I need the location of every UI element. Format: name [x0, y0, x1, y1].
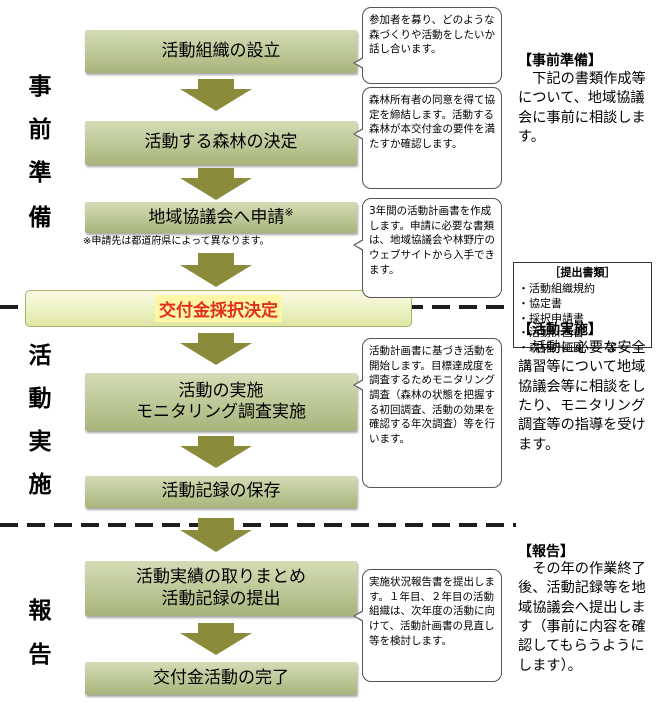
submission-doc-item: ・活動計画書	[518, 326, 584, 340]
note-organize: 参加者を募り、どのような森づくりや活動をしたいか話し合います。	[353, 7, 502, 84]
submission-docs-title: ［提出書類］	[549, 266, 616, 279]
arrow-down-icon	[180, 79, 252, 111]
arrow-down-icon	[180, 436, 252, 468]
phase-label-report-1: 報	[28, 598, 52, 624]
sidebar-heading-prep: 【事前準備】	[518, 53, 602, 69]
phase-label-prep-4: 備	[28, 205, 52, 231]
step-apply-label-wrap: 地域協議会へ申請※	[148, 206, 293, 229]
phase-label-report-2: 告	[28, 642, 52, 668]
arrow-down-icon	[180, 518, 252, 552]
arrow-down-icon	[180, 253, 252, 287]
step-organize-label: 活動組織の設立	[161, 40, 281, 61]
submission-docs-box: ［提出書類］ ・活動組織規約 ・協定書 ・採択申請書 ・活動計画書 ・森林計画図…	[513, 262, 652, 354]
note-select-forest: 森林所有者の同意を得て協定を締結します。活動する森林が本交付金の要件を満たすか確…	[353, 87, 502, 189]
decision-label: 交付金採択決定	[155, 295, 282, 322]
arrow-down-icon	[180, 333, 252, 365]
submission-doc-item: ・採択申請書	[518, 311, 584, 325]
note-apply: 3年間の活動計画書を作成します。申請に必要な書類は、地域協議会や林野庁のウェブサ…	[353, 198, 502, 298]
step-apply: 地域協議会へ申請※	[85, 202, 357, 233]
apply-footnote: ※申請先は都道府県によって異なります。	[83, 236, 270, 247]
step-implement-line-1: 活動の実施	[178, 380, 264, 401]
step-apply-mark: ※	[284, 206, 294, 220]
submission-doc-item: ・活動組織規約	[518, 281, 595, 295]
step-complete-label: 交付金活動の完了	[153, 667, 289, 688]
step-complete: 交付金活動の完了	[85, 662, 357, 695]
sidebar-heading-report: 【報告】	[518, 544, 574, 560]
step-select-forest-label: 活動する森林の決定	[144, 132, 298, 153]
arrow-down-icon	[180, 623, 252, 655]
phase-label-impl-2: 動	[28, 386, 52, 412]
phase-label-prep-2: 前	[28, 117, 52, 143]
phase-label-prep-1: 事	[28, 74, 52, 100]
step-compile-line-1: 活動実績の取りまとめ	[136, 567, 306, 588]
sidebar-heading-impl: 【活動実施】	[518, 322, 602, 338]
phase-label-impl-4: 施	[28, 472, 52, 498]
step-compile: 活動実績の取りまとめ 活動記録の提出	[85, 561, 357, 616]
submission-doc-item: ・森林計画図 等	[518, 341, 617, 355]
decision-box: 交付金採択決定	[25, 290, 412, 327]
note-report: 実施状況報告書を提出します。１年目、２年目の活動組織は、次年度の活動に向けて、活…	[353, 569, 502, 682]
phase-separator-2	[0, 523, 516, 527]
phase-label-impl-3: 実	[28, 429, 52, 455]
sidebar-text-report: その年の作業終了後、活動記録等を地域協議会へ提出します（事前に内容を確認してもら…	[518, 561, 646, 674]
step-implement-line-2: モニタリング調査実施	[136, 402, 306, 422]
phase-label-impl-1: 活	[28, 343, 52, 369]
note-implement: 活動計画書に基づき活動を開始します。目標達成度を調査するためモニタリング調査（森…	[353, 338, 502, 488]
submission-doc-item: ・協定書	[518, 296, 562, 310]
sidebar-text-impl: 活動に必要な安全講習等について地域協議会等に相談をしたり、モニタリング調査等の指…	[518, 340, 646, 453]
sidebar-text-prep: 下記の書類作成等について、地域協議会に事前に相談します。	[518, 71, 646, 145]
step-compile-line-2: 活動記録の提出	[161, 588, 281, 609]
phase-label-prep-3: 準	[28, 160, 52, 186]
step-apply-label: 地域協議会へ申請	[148, 207, 285, 228]
step-save-records-label: 活動記録の保存	[161, 481, 281, 502]
step-implement: 活動の実施 モニタリング調査実施	[85, 373, 357, 431]
step-organize: 活動組織の設立	[85, 30, 357, 73]
step-save-records: 活動記録の保存	[85, 476, 357, 508]
step-select-forest: 活動する森林の決定	[85, 121, 357, 165]
arrow-down-icon	[180, 168, 252, 200]
